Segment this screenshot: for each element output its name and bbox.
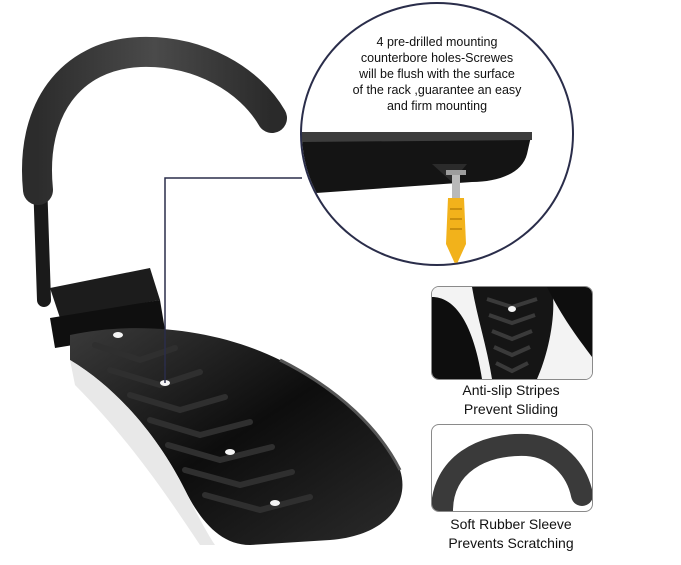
callout-text: 4 pre-drilled mounting counterbore holes… — [352, 35, 522, 113]
anti-slip-stripes-closeup — [431, 286, 593, 380]
mounting-callout: 4 pre-drilled mounting counterbore holes… — [300, 2, 574, 266]
rubber-sleeve — [22, 36, 287, 205]
wall-anchor — [446, 198, 466, 264]
rubber-sleeve-closeup — [431, 424, 593, 512]
anti-slip-stripes — [92, 342, 313, 514]
anti-slip-caption: Anti-slip Stripes Prevent Sliding — [462, 382, 560, 417]
wall-mount-block — [50, 268, 160, 318]
rubber-sleeve-caption: Soft Rubber Sleeve Prevents Scratching — [448, 516, 574, 551]
screw — [452, 172, 460, 198]
